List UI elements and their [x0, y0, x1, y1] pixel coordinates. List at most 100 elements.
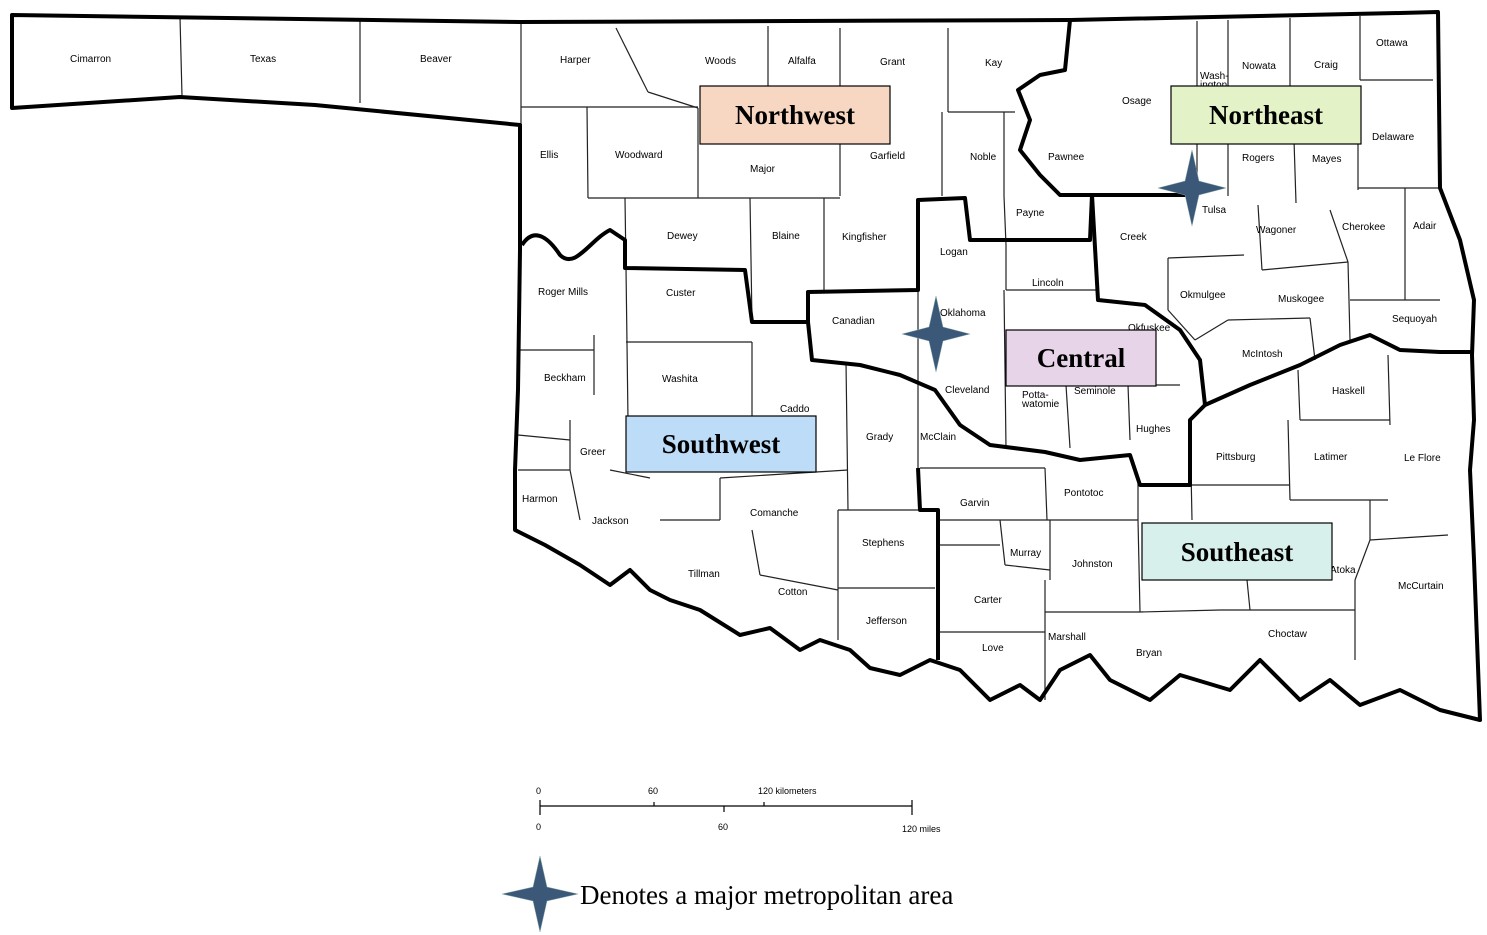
region-labels: Northwest NortheastCentralSouthwestSouthe… — [625, 85, 1362, 581]
county-label-harper: Harper — [560, 55, 591, 66]
scale-km-0: 0 — [536, 786, 541, 796]
region-box-southwest — [625, 415, 817, 473]
county-label-payne: Payne — [1016, 208, 1045, 219]
county-label-grant: Grant — [880, 57, 905, 68]
county-label-choctaw: Choctaw — [1268, 629, 1308, 640]
county-label-muskogee: Muskogee — [1278, 294, 1325, 305]
county-label-noble: Noble — [970, 152, 997, 163]
metro-marker-tulsa-icon — [1157, 149, 1227, 227]
scale-km-60: 60 — [648, 786, 658, 796]
ne-border — [1016, 19, 1092, 197]
county-label-delaware: Delaware — [1372, 132, 1415, 143]
county-label-pittsburg: Pittsburg — [1216, 452, 1255, 463]
county-label-major: Major — [750, 164, 776, 175]
county-label-dewey: Dewey — [667, 231, 698, 242]
county-label-creek: Creek — [1120, 232, 1148, 243]
county-label-potta-watomie: Potta-watomie — [1021, 390, 1060, 410]
county-label-pontotoc: Pontotoc — [1064, 488, 1103, 499]
region-borders — [10, 10, 1482, 722]
county-label-ottawa: Ottawa — [1376, 38, 1408, 49]
region-label-northwest: Northwest — [735, 100, 855, 130]
county-label-jackson: Jackson — [592, 516, 629, 527]
state-outline — [10, 10, 1482, 722]
county-label-love: Love — [982, 643, 1004, 654]
county-label-johnston: Johnston — [1072, 559, 1113, 570]
county-label-carter: Carter — [974, 595, 1002, 606]
county-label-nowata: Nowata — [1242, 61, 1276, 72]
county-label-rogers: Rogers — [1242, 153, 1274, 164]
legend-text: Denotes a major metropolitan area — [580, 880, 953, 910]
county-label-atoka: Atoka — [1330, 565, 1356, 576]
county-label-mcintosh: McIntosh — [1242, 349, 1283, 360]
scale-mi-120: 120 miles — [902, 824, 941, 834]
county-label-ellis: Ellis — [540, 150, 558, 161]
county-label-grady: Grady — [866, 432, 893, 443]
county-label-oklahoma: Oklahoma — [940, 308, 986, 319]
county-label-logan: Logan — [940, 247, 968, 258]
scale-km-120: 120 kilometers — [758, 786, 817, 796]
region-box-central — [1005, 329, 1157, 387]
county-label-le-flore: Le Flore — [1404, 453, 1441, 464]
county-label-cotton: Cotton — [778, 587, 807, 598]
county-label-osage: Osage — [1122, 96, 1152, 107]
county-label-woods: Woods — [705, 56, 736, 67]
metro-markers — [901, 149, 1227, 373]
county-label-cimarron: Cimarron — [70, 54, 111, 65]
county-label-adair: Adair — [1413, 221, 1437, 232]
county-label-wagoner: Wagoner — [1256, 225, 1297, 236]
county-label-okfuskee: Okfuskee — [1128, 323, 1171, 334]
county-label-jefferson: Jefferson — [866, 616, 907, 627]
metro-marker-okc-icon — [901, 295, 971, 373]
county-label-woodward: Woodward — [615, 150, 663, 161]
county-label-beckham: Beckham — [544, 373, 586, 384]
county-label-cherokee: Cherokee — [1342, 222, 1386, 233]
county-label-beaver: Beaver — [420, 54, 452, 65]
county-label-marshall: Marshall — [1048, 632, 1086, 643]
county-label-texas: Texas — [250, 54, 276, 65]
county-label-okmulgee: Okmulgee — [1180, 290, 1226, 301]
county-label-haskell: Haskell — [1332, 386, 1365, 397]
sw-se-border — [916, 467, 940, 660]
legend: Denotes a major metropolitan area — [501, 855, 953, 933]
county-label-cleveland: Cleveland — [945, 385, 989, 396]
scale-bar: 0 60 120 kilometers 0 60 120 miles — [536, 786, 941, 834]
region-box-northeast — [1170, 85, 1362, 145]
county-label-mayes: Mayes — [1312, 154, 1341, 165]
county-label-greer: Greer — [580, 447, 606, 458]
county-label-harmon: Harmon — [522, 494, 558, 505]
county-label-seminole: Seminole — [1074, 386, 1116, 397]
region-label-southwest: Southwest — [662, 429, 781, 459]
county-label-caddo: Caddo — [780, 404, 810, 415]
county-label-latimer: Latimer — [1314, 452, 1348, 463]
county-label-murray: Murray — [1010, 548, 1041, 559]
county-label-hughes: Hughes — [1136, 424, 1170, 435]
county-label-kay: Kay — [985, 58, 1002, 69]
county-label-kingfisher: Kingfisher — [842, 232, 887, 243]
county-label-garvin: Garvin — [960, 498, 989, 509]
legend-star-icon — [501, 855, 579, 933]
county-label-roger-mills: Roger Mills — [538, 287, 588, 298]
county-label-lincoln: Lincoln — [1032, 278, 1064, 289]
region-label-northeast: Northeast — [1209, 100, 1323, 130]
county-label-sequoyah: Sequoyah — [1392, 314, 1437, 325]
county-label-stephens: Stephens — [862, 538, 904, 549]
county-label-washita: Washita — [662, 374, 698, 385]
region-label-southeast: Southeast — [1181, 537, 1294, 567]
nw-border — [520, 193, 1197, 324]
county-label-bryan: Bryan — [1136, 648, 1162, 659]
county-label-comanche: Comanche — [750, 508, 799, 519]
central-south-border — [806, 321, 1207, 487]
scale-mi-0: 0 — [536, 822, 541, 832]
county-label-blaine: Blaine — [772, 231, 800, 242]
county-label-garfield: Garfield — [870, 151, 905, 162]
region-label-central: Central — [1037, 343, 1126, 373]
ne-central-border — [1090, 194, 1474, 407]
county-label-mcclain: McClain — [920, 432, 956, 443]
county-label-tillman: Tillman — [688, 569, 720, 580]
county-label-alfalfa: Alfalfa — [788, 56, 816, 67]
scale-mi-60: 60 — [718, 822, 728, 832]
county-label-mccurtain: McCurtain — [1398, 581, 1444, 592]
